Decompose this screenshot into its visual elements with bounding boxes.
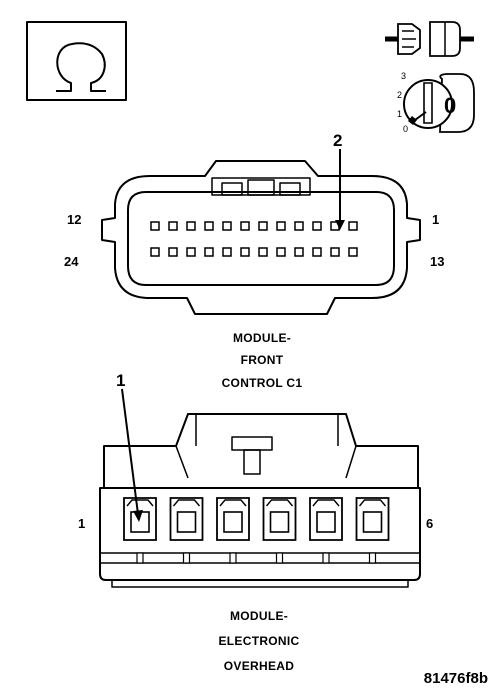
c1-pin-5 — [276, 221, 286, 231]
c1-pin-20 — [222, 247, 232, 257]
overhead-hood — [103, 413, 419, 487]
overhead-body-notch-4 — [275, 552, 284, 564]
c1-pin-label-24: 24 — [64, 254, 79, 269]
c1-inner-housing — [127, 191, 395, 286]
c1-pin-12 — [150, 221, 160, 231]
c1-pin-13 — [348, 247, 358, 257]
callout-1-label: 1 — [116, 371, 125, 390]
overhead-terminal-3 — [223, 511, 243, 533]
overhead-cavity-1 — [123, 497, 157, 541]
c1-pin-9 — [204, 221, 214, 231]
c1-pin-21 — [204, 247, 214, 257]
c1-pin-label-12: 12 — [67, 212, 81, 227]
c1-pin-3 — [312, 221, 322, 231]
overhead-cavity-5 — [309, 497, 343, 541]
c1-title-line-1: MODULE- — [233, 331, 291, 345]
overhead-cavity-lock-1 — [126, 499, 154, 507]
overhead-cavity-lock-6 — [358, 499, 387, 507]
overhead-body — [99, 487, 421, 581]
c1-pin-7 — [240, 221, 250, 231]
callout-1-arrowhead — [133, 510, 143, 522]
overhead-cavity-lock-3 — [219, 499, 247, 507]
c1-latch — [211, 177, 311, 196]
overhead-body-notch-1 — [136, 552, 144, 564]
c1-pin-17 — [276, 247, 286, 257]
c1-pin-22 — [186, 247, 196, 257]
ignition-position-3: 3 — [401, 71, 406, 81]
overhead-terminal-5 — [316, 511, 336, 533]
overhead-terminal-4 — [269, 511, 290, 533]
overhead-cavity-row — [123, 497, 390, 564]
overhead-body-notch-5 — [322, 552, 330, 564]
c1-pin-23 — [168, 247, 178, 257]
c1-pin-16 — [294, 247, 304, 257]
ignition-key-off-icon: 3 2 1 0 0 — [397, 71, 475, 134]
c1-pin-6 — [258, 221, 268, 231]
callout-1-leader — [121, 388, 139, 515]
c1-pin-10 — [186, 221, 196, 231]
c1-pin-15 — [312, 247, 322, 257]
disconnected-connector-icon — [385, 21, 474, 57]
overhead-terminal-2 — [176, 511, 197, 533]
overhead-title-line-3: OVERHEAD — [224, 659, 294, 673]
overhead-cavity-2 — [169, 497, 204, 541]
overhead-cavity-lock-4 — [265, 499, 294, 507]
c1-pin-24 — [150, 247, 160, 257]
c1-pin-11 — [168, 221, 178, 231]
c1-title-line-2: FRONT — [241, 353, 284, 367]
ignition-key-label: 0 — [444, 93, 456, 118]
c1-pin-1 — [348, 221, 358, 231]
overhead-cavity-6 — [355, 497, 390, 541]
overhead-cavity-lock-2 — [172, 499, 201, 507]
c1-pin-label-13: 13 — [430, 254, 444, 269]
overhead-pin-label-6: 6 — [426, 516, 433, 531]
c1-pin-4 — [294, 221, 304, 231]
figure-id: 81476f8b — [424, 670, 488, 687]
overhead-body-notch-2 — [182, 552, 191, 564]
c1-pin-grid — [150, 221, 358, 257]
overhead-pin-label-1: 1 — [78, 516, 85, 531]
overhead-body-notch-6 — [368, 552, 377, 564]
c1-pin-14 — [330, 247, 340, 257]
c1-pin-19 — [240, 247, 250, 257]
ignition-position-0: 0 — [403, 124, 408, 134]
c1-pin-label-1: 1 — [432, 212, 439, 227]
callout-2-label: 2 — [333, 131, 342, 150]
ignition-position-1: 1 — [397, 109, 402, 119]
overhead-latch — [231, 436, 273, 475]
ohm-meter-icon — [26, 21, 127, 101]
connector-c1: 12 1 24 13 2 MODULE- FRONT CONTROL C1 — [64, 131, 444, 390]
overhead-cavity-3 — [216, 497, 250, 541]
overhead-cavity-4 — [262, 497, 297, 541]
overhead-body-notch-3 — [229, 552, 237, 564]
c1-pin-8 — [222, 221, 232, 231]
overhead-title-line-2: ELECTRONIC — [219, 634, 300, 648]
overhead-cavity-lock-5 — [312, 499, 340, 507]
c1-outer-shell — [101, 160, 421, 315]
c1-title-line-3: CONTROL C1 — [222, 376, 303, 390]
overhead-title-line-1: MODULE- — [230, 609, 288, 623]
connector-overhead: 1 6 1 MODULE- ELECTRONIC OVERHEAD — [78, 371, 433, 673]
callout-2-arrowhead — [335, 220, 345, 230]
overhead-terminal-6 — [362, 511, 383, 533]
c1-pin-18 — [258, 247, 268, 257]
ignition-position-2: 2 — [397, 90, 402, 100]
